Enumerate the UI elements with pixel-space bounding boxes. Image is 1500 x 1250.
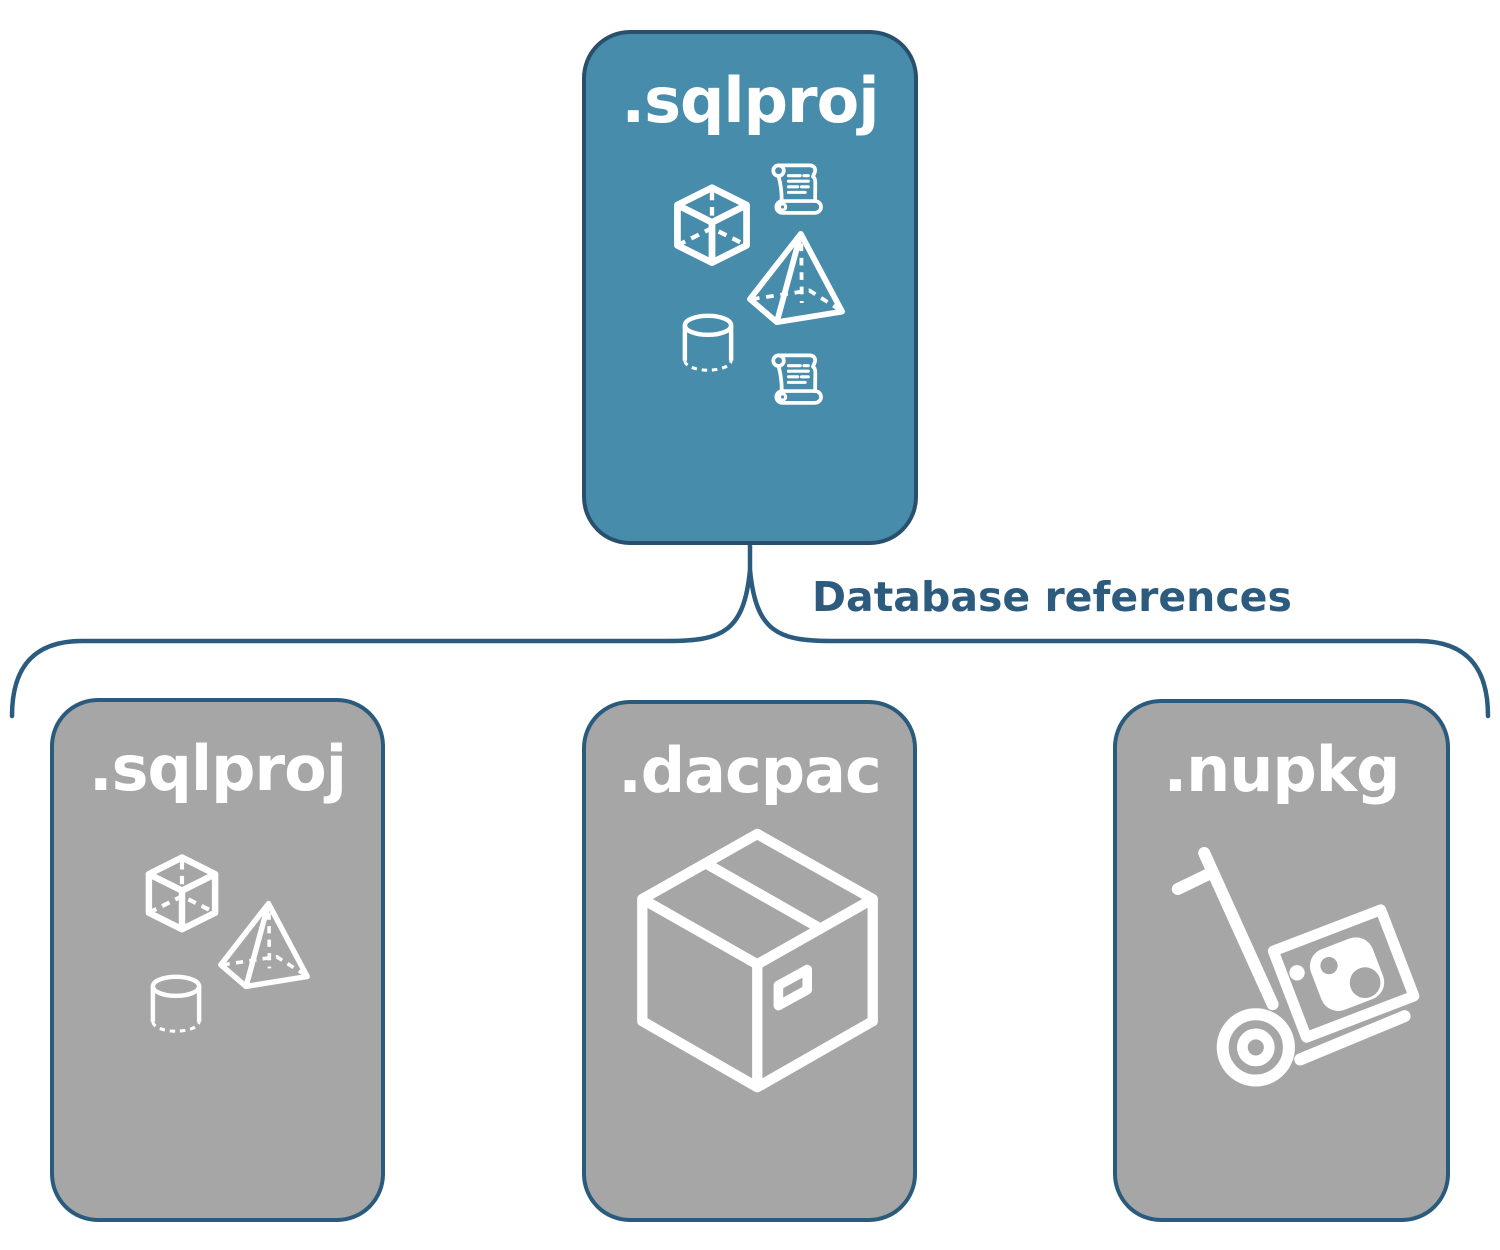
node-title: .dacpac — [618, 734, 882, 807]
cube-icon — [136, 852, 228, 944]
node-dacpac: .dacpac — [582, 700, 917, 1222]
pyramid-icon — [744, 230, 848, 326]
scroll-icon — [768, 352, 830, 414]
node-nupkg: .nupkg — [1113, 699, 1450, 1222]
cube-icon — [664, 182, 760, 278]
node-title: .nupkg — [1163, 733, 1401, 806]
hand-truck-icon — [1171, 847, 1425, 1087]
node-title: .sqlproj — [621, 64, 880, 137]
cylinder-icon — [142, 964, 210, 1044]
node-sqlproj-child: .sqlproj — [50, 698, 385, 1222]
node-title: .sqlproj — [89, 732, 347, 805]
scroll-icon — [768, 162, 830, 224]
cylinder-icon — [674, 302, 742, 384]
connector-label: Database references — [812, 573, 1292, 621]
package-box-icon — [637, 828, 878, 1093]
node-sqlproj-top: .sqlproj — [582, 30, 918, 545]
pyramid-icon — [210, 900, 318, 990]
